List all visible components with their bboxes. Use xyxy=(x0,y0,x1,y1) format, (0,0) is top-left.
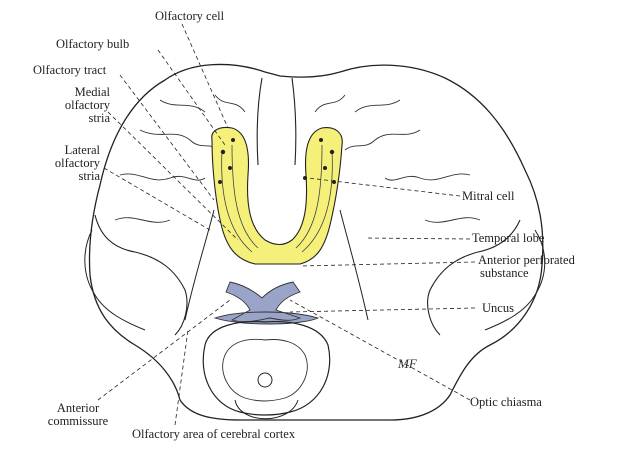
olfactory-pathway-fill xyxy=(212,128,343,265)
label-anterior-perforated-substance: Anterior perforated substance xyxy=(478,254,575,280)
lateral-stria-left xyxy=(185,210,214,320)
leader-anterior-perforated xyxy=(300,262,475,266)
label-anterior-commissure: Anterior commissure xyxy=(38,402,118,428)
label-optic-chiasma: Optic chiasma xyxy=(470,396,542,409)
midbrain-inner xyxy=(223,339,308,401)
leader-temporal-lobe xyxy=(365,238,470,239)
label-temporal-lobe: Temporal lobe xyxy=(472,232,544,245)
label-lateral-olfactory-stria: Lateral olfactory stria xyxy=(40,144,100,183)
leader-uncus xyxy=(290,308,475,312)
leader-lateral-stria xyxy=(104,168,210,230)
temporal-lobe-outline-right xyxy=(485,230,545,330)
cerebellum-outline xyxy=(235,400,298,419)
label-olfactory-cell: Olfactory cell xyxy=(155,10,224,23)
leader-olfactory-cell xyxy=(182,24,228,128)
label-mitral-cell: Mitral cell xyxy=(462,190,514,203)
label-medial-olfactory-stria: Medial olfactory stria xyxy=(50,86,110,125)
label-olfactory-area: Olfactory area of cerebral cortex xyxy=(132,428,295,441)
longitudinal-fissure xyxy=(257,78,296,165)
label-olfactory-tract: Olfactory tract xyxy=(33,64,106,77)
optic-chiasma xyxy=(215,282,318,324)
leader-optic-chiasma xyxy=(290,300,470,400)
artist-signature: MF xyxy=(398,356,417,372)
leader-olfactory-area xyxy=(175,330,188,425)
label-olfactory-bulb: Olfactory bulb xyxy=(56,38,129,51)
leader-anterior-commissure xyxy=(98,300,230,400)
cerebral-aqueduct xyxy=(258,373,272,387)
leader-lines xyxy=(98,24,475,425)
temporal-lobe-left xyxy=(95,215,187,335)
label-uncus: Uncus xyxy=(482,302,514,315)
